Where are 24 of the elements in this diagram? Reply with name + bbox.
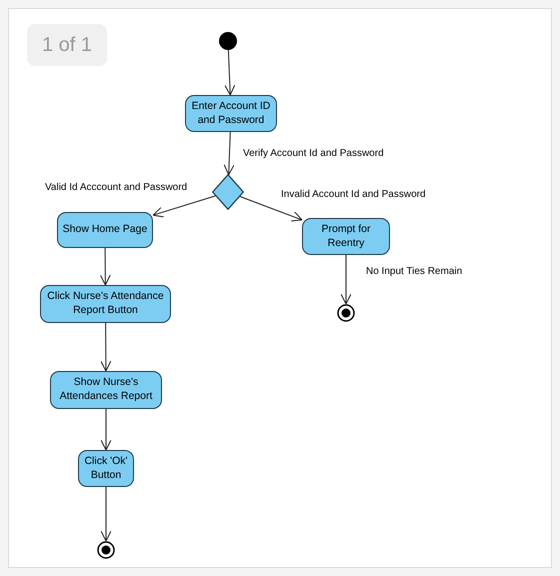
action-box: Click Nurse's Attendance Report Button (40, 285, 171, 323)
action-box: Prompt for Reentry (302, 218, 390, 255)
arrow (152, 195, 216, 218)
arrow (100, 408, 112, 450)
action-box: Show Nurse's Attendances Report (50, 371, 162, 409)
action-box: Show Home Page (57, 212, 153, 248)
arrow (100, 486, 112, 542)
end-node (337, 304, 355, 322)
edge-label: No Input Ties Remain (365, 266, 464, 277)
action-box: Enter Account ID and Password (185, 95, 277, 132)
arrow (100, 248, 111, 286)
start-node (219, 32, 237, 50)
page-indicator: 1 of 1 (27, 24, 107, 66)
arrow (100, 322, 112, 372)
action-box: Click 'Ok' Button (78, 450, 134, 487)
arrow (239, 196, 302, 222)
decision-diamond (212, 174, 244, 210)
edge-label: Verify Account Id and Password (242, 148, 385, 159)
end-node (97, 541, 115, 559)
arrow (224, 132, 235, 176)
edge-label: Valid Id Acccount and Password (44, 182, 188, 193)
arrow (224, 50, 236, 96)
arrow (340, 254, 352, 304)
edge-label: Invalid Account Id and Password (280, 189, 427, 200)
